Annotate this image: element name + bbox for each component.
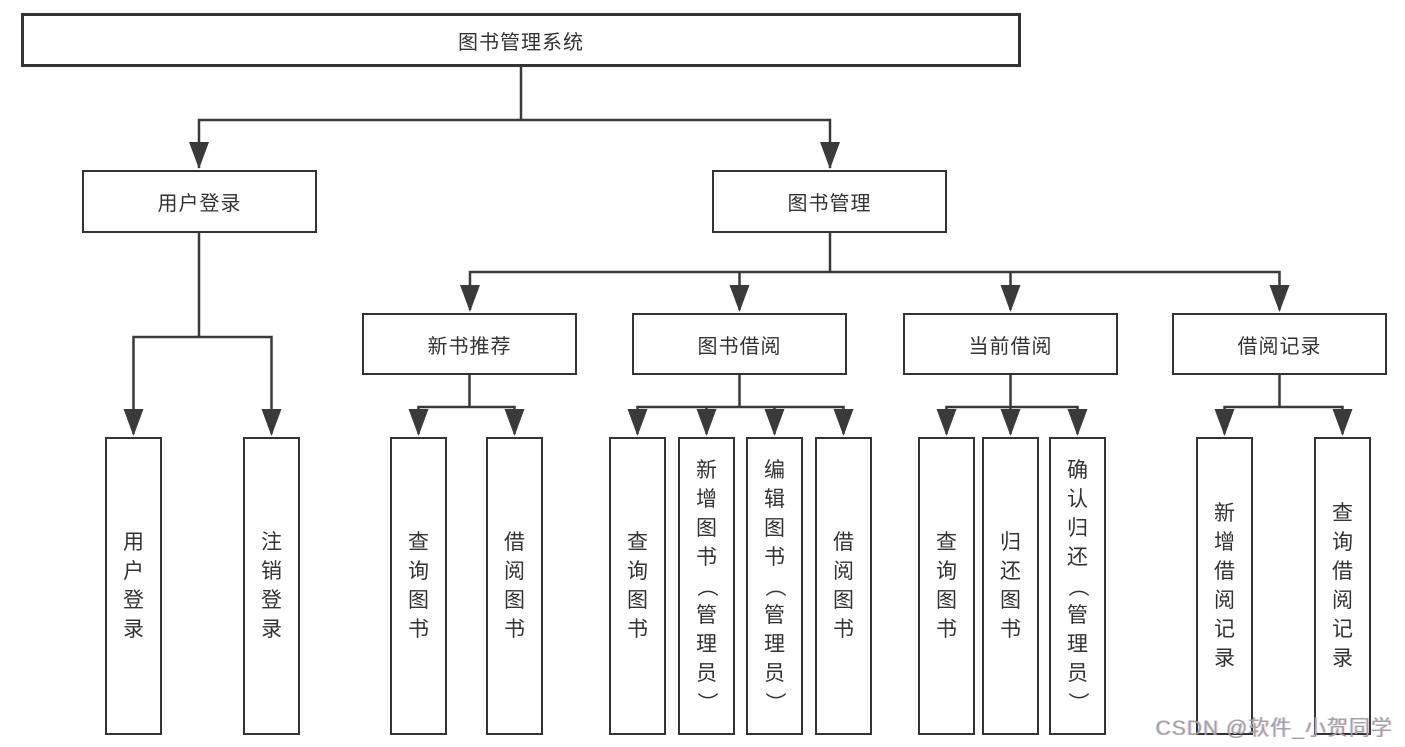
leaf-label: 注销登录 (261, 531, 282, 641)
connector-lines (132, 67, 1344, 434)
node-label: 当前借阅 (968, 335, 1053, 358)
leaf-borrow-books-1: 借阅图书 (486, 437, 543, 735)
node-label: 图书管理 (787, 193, 872, 215)
node-library-management-system: 图书管理系统 (21, 13, 1021, 67)
node-book-management: 图书管理 (712, 170, 947, 233)
leaf-label: 查询图书 (936, 531, 957, 641)
leaf-label: 新增借阅记录 (1214, 502, 1235, 670)
node-new-book-recommendation: 新书推荐 (362, 313, 577, 375)
csdn-watermark: CSDN @软件_小贺同学 (1155, 717, 1393, 740)
node-label: 图书借阅 (697, 335, 782, 358)
leaf-borrow-books-2: 借阅图书 (815, 437, 872, 735)
leaf-label: 用户登录 (123, 531, 144, 641)
leaf-label: 查询借阅记录 (1332, 502, 1353, 670)
node-label: 用户登录 (157, 193, 242, 215)
leaf-label: 借阅图书 (833, 531, 854, 641)
node-book-borrowing: 图书借阅 (632, 313, 847, 375)
leaf-label: 查询图书 (408, 531, 429, 641)
leaf-add-books-admin: 新增图书（管理员） (678, 437, 735, 735)
leaf-query-borrow-record: 查询借阅记录 (1314, 437, 1371, 735)
leaf-label: 编辑图书（管理员） (763, 458, 786, 713)
arrowhead-icons (123, 142, 1353, 436)
node-label: 借阅记录 (1237, 335, 1322, 358)
node-current-borrowing: 当前借阅 (903, 313, 1118, 375)
leaf-user-login: 用户登录 (105, 437, 162, 735)
leaf-confirm-return-admin: 确认归还（管理员） (1049, 437, 1106, 735)
node-borrowing-records: 借阅记录 (1172, 313, 1387, 375)
leaf-add-borrow-record: 新增借阅记录 (1196, 437, 1253, 735)
leaf-label: 借阅图书 (504, 531, 525, 641)
leaf-logout: 注销登录 (243, 437, 300, 735)
leaf-label: 归还图书 (1000, 531, 1021, 641)
leaf-query-books-1: 查询图书 (390, 437, 447, 735)
leaf-label: 查询图书 (627, 531, 648, 641)
leaf-label: 新增图书（管理员） (695, 458, 718, 713)
leaf-edit-books-admin: 编辑图书（管理员） (746, 437, 803, 735)
leaf-query-books-2: 查询图书 (609, 437, 666, 735)
node-label: 新书推荐 (427, 335, 512, 358)
node-label: 图书管理系统 (458, 31, 584, 54)
leaf-query-books-3: 查询图书 (918, 437, 975, 735)
node-user-login: 用户登录 (82, 170, 317, 233)
leaf-return-books: 归还图书 (982, 437, 1039, 735)
leaf-label: 确认归还（管理员） (1066, 458, 1089, 713)
